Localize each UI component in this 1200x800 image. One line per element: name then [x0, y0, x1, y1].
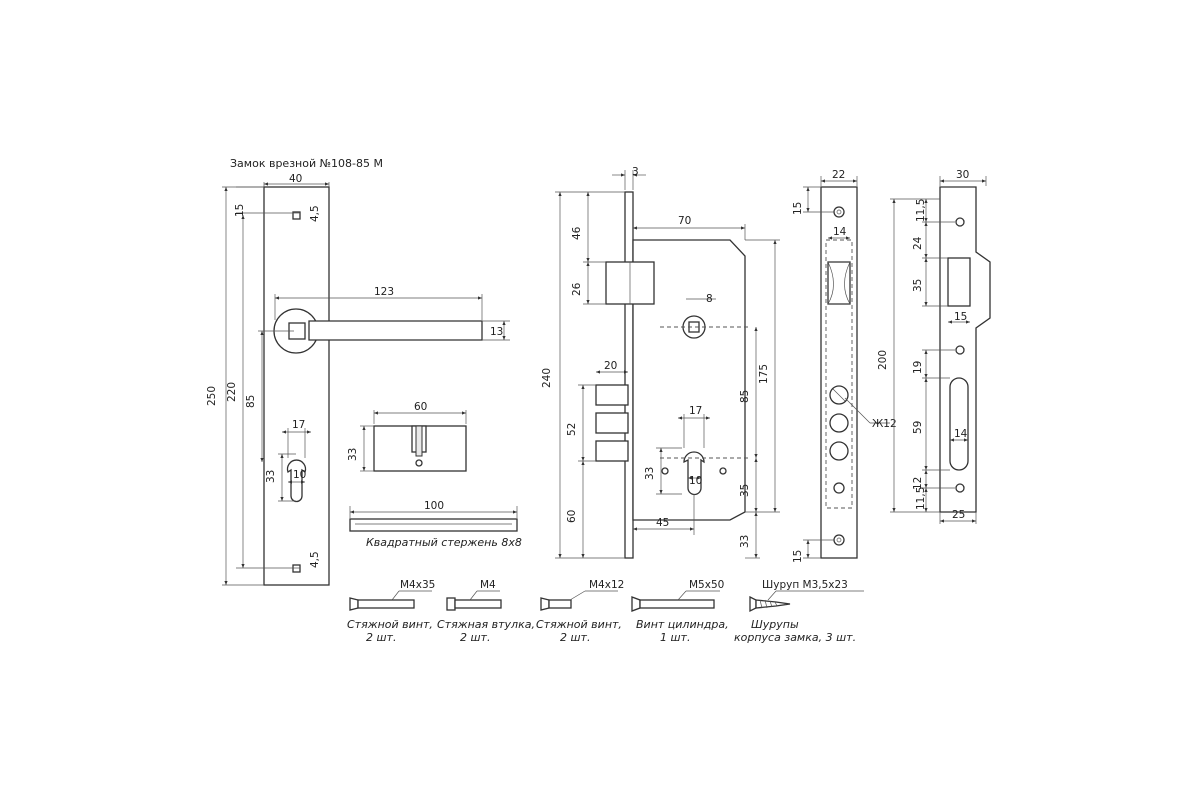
handle-plate-view: 40 15 4,5 123 13 250 220 85 17 33 10 — [206, 173, 510, 586]
dim-body-width: 70 — [678, 215, 691, 227]
part-3-spec: М4х12 — [589, 579, 624, 591]
part-screw-m4x35: М4х35 Стяжной винт, 2 шт. — [347, 579, 435, 644]
faceplate-strip — [820, 186, 858, 559]
dim-bottom-offset: 33 — [739, 535, 751, 548]
part-screw-m5x50: М5х50 Винт цилиндра, 1 шт. — [631, 579, 729, 644]
part-3-caption-1: Стяжной винт, — [536, 618, 622, 631]
strike-bolt-slot — [949, 377, 969, 471]
dim-hole-spacing: 220 — [226, 382, 238, 402]
handle-lever — [308, 320, 483, 341]
dim-faceplate-inner: 14 — [833, 226, 847, 238]
dim-strike-bottom-width: 25 — [952, 509, 965, 521]
dim-plate-width: 40 — [289, 173, 302, 185]
spindle-caption: Квадратный стержень 8х8 — [366, 536, 522, 549]
dim-faceplate-bottom-hole: 15 — [792, 550, 804, 563]
dim-axis-from-top: 175 — [758, 364, 770, 384]
dim-square: 8 — [706, 293, 713, 305]
deadbolt-1 — [595, 384, 629, 406]
dim-axis-cylinder: 85 — [245, 395, 257, 408]
dim-lock-cyl-pin: 10 — [689, 475, 702, 487]
part-5-caption-2: корпуса замка, 3 шт. — [734, 631, 856, 644]
part-3-caption-2: 2 шт. — [560, 631, 590, 644]
dim-top-to-latch: 46 — [571, 226, 583, 240]
dim-strike-overall: 200 — [877, 350, 889, 370]
dim-plate-height: 250 — [206, 386, 218, 406]
dim-lock-cyl-width: 17 — [689, 405, 702, 417]
dim-handle-length: 123 — [374, 286, 394, 298]
diagram-title: Замок врезной №108-85 М — [230, 157, 383, 170]
deadbolt-2 — [595, 412, 629, 434]
dim-top-offset: 15 — [234, 204, 246, 217]
part-1-caption-2: 2 шт. — [366, 631, 396, 644]
dim-strike-11-5-bottom: 11,5 — [915, 487, 927, 510]
parts-row: М4х35 Стяжной винт, 2 шт. М4 Стяжная вту… — [347, 579, 864, 644]
strike-plate-view: 30 200 11,5 24 35 15 19 59 14 12 11,5 25 — [877, 169, 991, 524]
dim-plate-cyl-width: 17 — [292, 419, 305, 431]
dim-hole-bottom: 4,5 — [309, 551, 321, 568]
dim-strike-15: 15 — [954, 311, 967, 323]
dim-bolt-span: 52 — [566, 423, 578, 436]
dim-plate-cyl-height: 33 — [265, 470, 277, 483]
faceplate-bolt-2 — [829, 413, 849, 433]
part-5-caption-1: Шурупы — [751, 618, 799, 631]
strike-latch-opening — [947, 257, 971, 307]
part-wood-screw: Шуруп М3,5х23 Шурупы корпуса замка, 3 шт… — [734, 579, 864, 644]
part-screw-m4x12: М4х12 Стяжной винт, 2 шт. — [536, 579, 624, 644]
dim-lock-cyl-height: 33 — [644, 467, 656, 480]
dim-bottom-height: 60 — [566, 510, 578, 523]
dim-faceplate-thickness: 3 — [632, 166, 639, 178]
dim-backset: 45 — [656, 517, 669, 529]
dim-strike-19: 19 — [912, 361, 924, 374]
dim-strike-14: 14 — [954, 428, 968, 440]
dim-overall-height: 240 — [541, 368, 553, 388]
deadbolt-3 — [595, 440, 629, 462]
spindle-bar — [349, 518, 518, 532]
faceplate-slot-label: Ж12 — [872, 418, 897, 430]
lock-faceplate-edge — [624, 191, 634, 559]
part-2-caption-2: 2 шт. — [460, 631, 490, 644]
dim-handle-thickness: 13 — [490, 326, 503, 338]
cylinder-view: 60 33 — [347, 401, 467, 472]
dim-strike-width: 30 — [956, 169, 969, 181]
dim-faceplate-end-hole: 15 — [792, 202, 804, 215]
part-2-spec: М4 — [480, 579, 496, 591]
dim-cylinder-height: 33 — [347, 448, 359, 461]
dim-backset-center: 85 — [739, 390, 751, 403]
part-2-caption-1: Стяжная втулка, — [437, 618, 535, 631]
dim-lower-section: 35 — [739, 484, 751, 497]
faceplate-bolt-3 — [829, 441, 849, 461]
dim-faceplate-width: 22 — [832, 169, 845, 181]
faceplate-view: 22 14 15 15 Ж12 — [792, 169, 897, 563]
dim-hole-top: 4,5 — [309, 205, 321, 222]
dim-strike-35: 35 — [912, 279, 924, 292]
lock-cylinder-hole — [683, 451, 705, 496]
part-4-caption-2: 1 шт. — [660, 631, 690, 644]
part-4-caption-1: Винт цилиндра, — [636, 618, 729, 631]
dim-spindle-length: 100 — [424, 500, 444, 512]
dim-bolt-projection: 20 — [604, 360, 617, 372]
dim-strike-59: 59 — [912, 421, 924, 434]
part-5-spec: Шуруп М3,5х23 — [762, 579, 848, 591]
part-1-spec: М4х35 — [400, 579, 435, 591]
dim-latch-height: 26 — [571, 282, 583, 296]
part-sleeve-m4: М4 Стяжная втулка, 2 шт. — [437, 579, 535, 644]
dim-strike-11-5-top: 11,5 — [915, 199, 927, 222]
dim-strike-12: 12 — [912, 477, 924, 490]
dim-plate-cyl-pin: 10 — [293, 469, 306, 481]
spindle-view: 100 Квадратный стержень 8х8 — [349, 500, 522, 549]
dim-cylinder-length: 60 — [414, 401, 427, 413]
lock-body-view: 8 3 70 240 46 26 52 60 20 85 175 — [541, 166, 780, 559]
part-1-caption-1: Стяжной винт, — [347, 618, 433, 631]
escutcheon-plate — [263, 186, 330, 586]
part-4-spec: М5х50 — [689, 579, 724, 591]
dim-strike-24: 24 — [912, 236, 924, 250]
